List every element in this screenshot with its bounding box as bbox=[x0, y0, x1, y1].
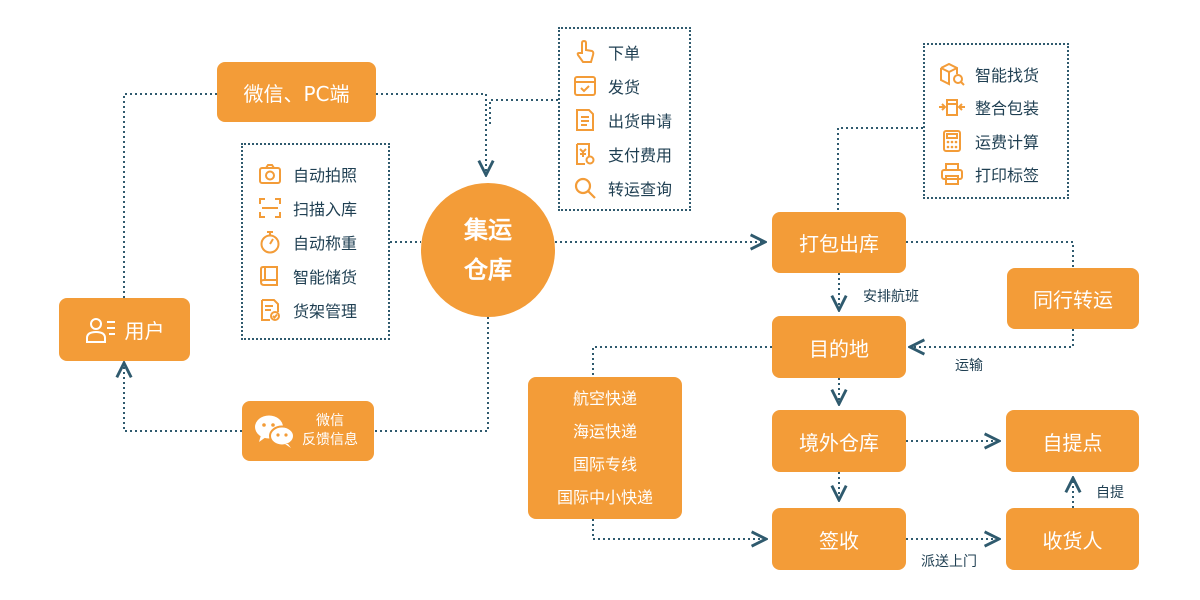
book-icon bbox=[257, 263, 283, 289]
action-label: 下单 bbox=[608, 44, 641, 63]
service-label: 打印标签 bbox=[975, 166, 1040, 185]
edge-pack-to-peer bbox=[906, 241, 1074, 268]
shipping-method-label: 海运快递 bbox=[572, 422, 637, 441]
document-icon bbox=[572, 107, 598, 133]
edge-peer-to-destination bbox=[910, 329, 1074, 347]
user-label: 用户 bbox=[124, 319, 165, 343]
edge-destination-to-shipping bbox=[592, 346, 772, 377]
consolidation-warehouse-node: 集运 仓库 bbox=[421, 183, 555, 317]
warehouse-functions-panel: 自动拍照 扫描入库 自动称重 智能储货 货架管理 bbox=[241, 143, 390, 340]
destination-label: 目的地 bbox=[809, 336, 869, 361]
function-item: 自动拍照 bbox=[257, 161, 357, 187]
service-item: 打印标签 bbox=[939, 161, 1039, 187]
function-item: 货架管理 bbox=[257, 297, 357, 323]
receipt-icon bbox=[572, 141, 598, 167]
overseas-warehouse-label: 境外仓库 bbox=[799, 430, 879, 455]
action-label: 出货申请 bbox=[608, 112, 673, 131]
action-item: 发货 bbox=[572, 73, 640, 99]
destination-node: 目的地 bbox=[772, 316, 906, 378]
service-item: 运费计算 bbox=[939, 128, 1039, 154]
edge-feedback-to-user bbox=[124, 363, 242, 432]
edge-orders-to-center bbox=[489, 99, 558, 125]
receiver-node: 收货人 bbox=[1006, 508, 1139, 570]
shipping-methods-node: 航空快递 海运快递 国际专线 国际中小快递 bbox=[528, 377, 682, 519]
wechat-pc-node: 微信、PC端 bbox=[217, 62, 376, 122]
box-search-icon bbox=[939, 61, 965, 87]
order-actions-panel: 下单 发货 出货申请 支付费用 转运查询 bbox=[558, 27, 691, 211]
function-label: 自动称重 bbox=[293, 234, 358, 253]
pack-out-label: 打包出库 bbox=[799, 232, 879, 256]
user-icon bbox=[85, 316, 117, 344]
function-item: 智能储货 bbox=[257, 263, 357, 289]
edge-center-to-feedback bbox=[374, 317, 489, 432]
center-label-line2: 仓库 bbox=[464, 256, 512, 284]
overseas-warehouse-node: 境外仓库 bbox=[772, 410, 906, 472]
receiver-label: 收货人 bbox=[1042, 528, 1103, 553]
calculator-icon bbox=[939, 128, 965, 154]
center-label-line1: 集运 bbox=[464, 216, 512, 244]
sign-node: 签收 bbox=[772, 508, 906, 570]
action-label: 发货 bbox=[608, 78, 641, 97]
consolidate-icon bbox=[939, 94, 965, 120]
service-label: 整合包装 bbox=[975, 99, 1040, 118]
scan-icon bbox=[257, 195, 283, 221]
feedback-label-line2: 反馈信息 bbox=[302, 432, 358, 448]
edge-user-to-wechat bbox=[123, 93, 217, 298]
shipping-method-label: 航空快递 bbox=[572, 389, 637, 408]
service-label: 运费计算 bbox=[975, 133, 1040, 152]
magnifier-icon bbox=[572, 175, 598, 201]
function-label: 货架管理 bbox=[293, 302, 358, 321]
edge-label-delivery: 派送上门 bbox=[921, 554, 977, 570]
service-label: 智能找货 bbox=[975, 66, 1040, 85]
service-item: 智能找货 bbox=[939, 61, 1039, 87]
function-label: 智能储货 bbox=[293, 268, 358, 287]
shipping-box-icon bbox=[572, 73, 598, 99]
action-item: 下单 bbox=[572, 39, 640, 65]
action-item: 出货申请 bbox=[572, 107, 672, 133]
stopwatch-icon bbox=[257, 229, 283, 255]
pickup-point-node: 自提点 bbox=[1006, 410, 1139, 472]
peer-transfer-node: 同行转运 bbox=[1007, 268, 1139, 329]
pack-out-node: 打包出库 bbox=[772, 212, 906, 273]
feedback-label-line1: 微信 bbox=[316, 413, 344, 429]
peer-transfer-label: 同行转运 bbox=[1033, 288, 1113, 312]
shelf-doc-icon bbox=[257, 297, 283, 323]
function-label: 自动拍照 bbox=[293, 166, 358, 185]
edge-wechat-to-center bbox=[376, 93, 486, 175]
wechat-icon bbox=[254, 413, 296, 449]
action-item: 转运查询 bbox=[572, 175, 672, 201]
function-label: 扫描入库 bbox=[293, 200, 358, 219]
edge-services-to-pack bbox=[837, 127, 923, 212]
edge-label-schedule-flight: 安排航班 bbox=[863, 289, 919, 305]
edge-label-transport: 运输 bbox=[955, 358, 983, 374]
service-item: 整合包装 bbox=[939, 94, 1039, 120]
wechat-pc-label: 微信、PC端 bbox=[243, 81, 350, 106]
function-item: 扫描入库 bbox=[257, 195, 357, 221]
wechat-feedback-node: 微信 反馈信息 bbox=[242, 401, 374, 461]
packing-services-panel: 智能找货 整合包装 运费计算 打印标签 bbox=[923, 43, 1069, 199]
user-node: 用户 bbox=[59, 298, 190, 361]
shipping-method-label: 国际专线 bbox=[572, 455, 637, 474]
shipping-method-label: 国际中小快递 bbox=[556, 488, 653, 507]
function-item: 自动称重 bbox=[257, 229, 357, 255]
pickup-point-label: 自提点 bbox=[1042, 430, 1103, 455]
action-label: 支付费用 bbox=[608, 146, 673, 165]
printer-icon bbox=[939, 161, 965, 187]
action-label: 转运查询 bbox=[608, 180, 673, 199]
edge-label-self-pickup: 自提 bbox=[1096, 485, 1124, 501]
camera-icon bbox=[257, 161, 283, 187]
action-item: 支付费用 bbox=[572, 141, 672, 167]
hand-pointer-icon bbox=[572, 39, 598, 65]
sign-label: 签收 bbox=[819, 528, 859, 553]
edge-shipping-to-sign bbox=[592, 519, 766, 539]
